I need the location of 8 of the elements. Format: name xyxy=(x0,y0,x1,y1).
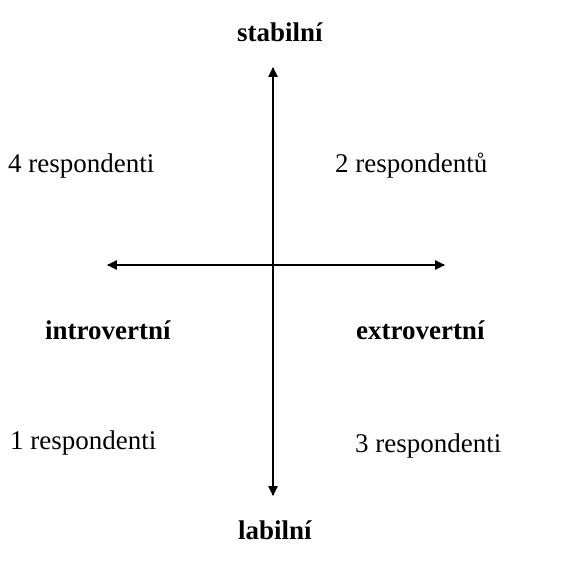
axis-label: labilní xyxy=(238,514,312,546)
quadrant-count: 3 respondenti xyxy=(355,428,502,459)
quadrant-count: 1 respondenti xyxy=(10,424,156,456)
axis-label: extrovertní xyxy=(356,314,484,346)
axis-label: introvertní xyxy=(45,314,170,346)
quadrant-count: 4 respondenti xyxy=(8,148,154,179)
quadrant-count: 2 respondentů xyxy=(335,148,488,179)
axis-label: stabilní xyxy=(237,16,323,48)
